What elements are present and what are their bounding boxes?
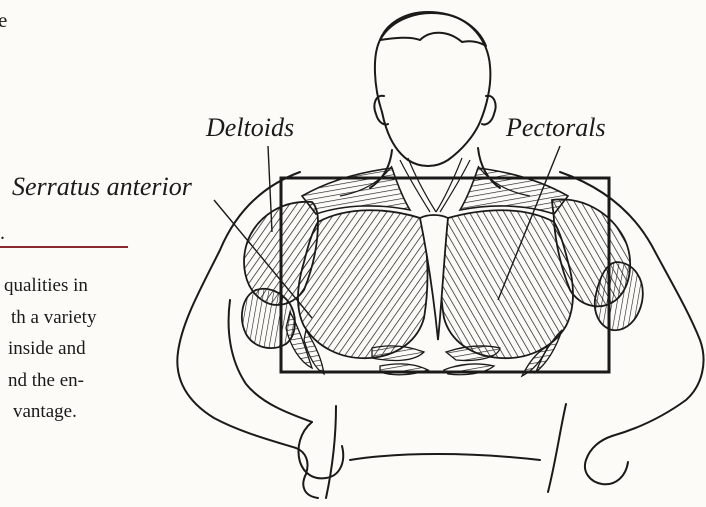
head-outline	[375, 13, 490, 166]
pectorals-label: Pectorals	[506, 113, 606, 143]
left-trapezius	[302, 168, 410, 214]
deltoids-label: Deltoids	[206, 113, 294, 143]
left-pectoral	[298, 210, 428, 358]
right-pectoral	[441, 210, 573, 358]
serratus-anterior-label: Serratus anterior	[12, 172, 192, 202]
